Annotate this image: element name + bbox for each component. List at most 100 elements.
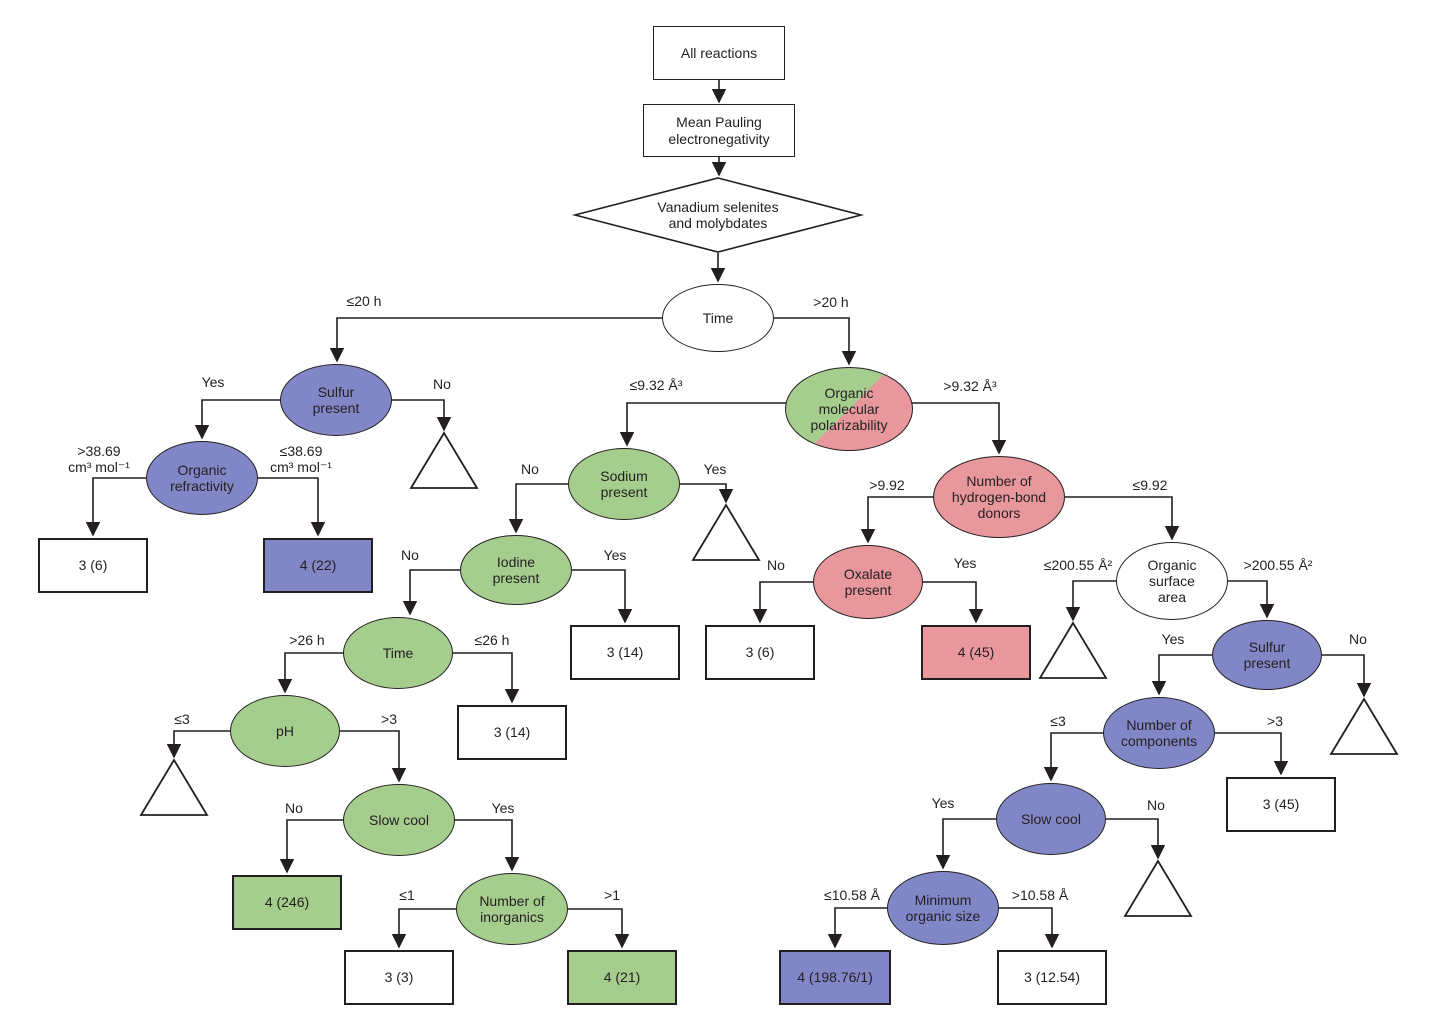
label-hbond-gt: >9.92	[869, 476, 905, 493]
pruned-triangle-surf-le	[1038, 621, 1108, 679]
node-organic-molecular-polarizability: Organic molecular polarizability	[785, 367, 913, 451]
pruned-triangle-sulfur1-no	[409, 431, 479, 489]
edge-time-gt20	[774, 317, 857, 366]
edge-hbond-le	[1065, 496, 1180, 541]
leaf-4-22: 4 (22)	[263, 538, 373, 593]
edge-sulfur2-yes	[1151, 654, 1212, 696]
label-inorganics-le1: ≤1	[399, 886, 415, 903]
node-sulfur-present-2: Sulfur present	[1212, 620, 1322, 690]
label-surface-le: ≤200.55 Å²	[1043, 556, 1113, 573]
node-number-of-inorganics: Number of inorganics	[456, 873, 568, 945]
label-components-le3: ≤3	[1050, 712, 1066, 729]
node-slow-cool-2: Slow cool	[996, 783, 1106, 855]
edge-sulfur2-no	[1322, 654, 1372, 698]
leaf-4-246: 4 (246)	[232, 875, 342, 930]
node-iodine-present: Iodine present	[460, 535, 572, 605]
label-minsize-gt: >10.58 Å	[1011, 886, 1069, 903]
node-minimum-organic-size: Minimum organic size	[887, 871, 999, 945]
label-hbond-le: ≤9.92	[1132, 476, 1168, 493]
leaf-3-6-a: 3 (6)	[38, 538, 148, 593]
edge-surf-gt	[1228, 580, 1275, 619]
edge-inorg-gt1	[568, 908, 630, 949]
pruned-triangle-sulfur2-no	[1329, 697, 1399, 755]
node-organic-refractivity: Organic refractivity	[146, 441, 258, 515]
leaf-4-21: 4 (21)	[567, 950, 677, 1005]
edge-time2-le26	[453, 652, 520, 704]
label-surface-gt: >200.55 Å²	[1243, 556, 1313, 573]
label-ph-le3: ≤3	[174, 710, 190, 727]
edge-sulfur1-yes	[194, 399, 281, 440]
edge-surf-le	[1065, 580, 1116, 622]
label-slowcool2-no: No	[1147, 796, 1165, 813]
edge-comp-le3	[1043, 732, 1103, 782]
label-sodium-no: No	[521, 460, 539, 477]
edge-sc2-yes	[935, 818, 996, 870]
edge-sodium-no	[508, 483, 568, 534]
edge-refr-le	[258, 477, 326, 537]
node-ph: pH	[230, 695, 340, 767]
label-sulfur2-no: No	[1349, 630, 1367, 647]
label-inorganics-gt1: >1	[604, 886, 620, 903]
label-sulfur1-no: No	[433, 375, 451, 392]
node-sulfur-present-1: Sulfur present	[280, 364, 392, 436]
label-oxalate-no: No	[767, 556, 785, 573]
label-slowcool2-yes: Yes	[931, 794, 955, 811]
edge-time2-gt26	[277, 652, 343, 694]
edge-sc2-no	[1106, 818, 1166, 860]
edge-ph-gt3	[340, 730, 407, 783]
edge-oxalate-no	[752, 581, 813, 624]
diamond-vanadium	[571, 177, 865, 253]
edge-iodine-no	[402, 569, 460, 616]
node-mean-pauling: Mean Pauling electronegativity	[643, 104, 795, 157]
edge-sc1-no	[279, 819, 344, 874]
edge-sodium-yes	[680, 483, 734, 504]
node-time: Time	[662, 284, 774, 352]
label-components-gt3: >3	[1267, 712, 1283, 729]
node-sodium-present: Sodium present	[568, 448, 680, 520]
node-time-2: Time	[343, 617, 453, 689]
node-oxalate-present: Oxalate present	[813, 545, 923, 619]
edge-minsize-le	[827, 907, 888, 949]
edge-sulfur1-no	[392, 399, 452, 432]
edge-polar-gt	[912, 402, 1007, 455]
label-minsize-le: ≤10.58 Å	[824, 886, 880, 903]
label-polarizability-gt: >9.32 Å³	[943, 377, 997, 394]
label-iodine-no: No	[401, 546, 419, 563]
edge-ph-le3	[166, 730, 230, 759]
pruned-triangle-ph-le3	[139, 758, 209, 816]
node-organic-surface-area: Organic surface area	[1116, 542, 1228, 620]
label-refractivity-le: ≤38.69 cm³ mol⁻¹	[270, 442, 332, 475]
label-time2-le26: ≤26 h	[474, 631, 510, 648]
label-sulfur1-yes: Yes	[201, 373, 225, 390]
label-polarizability-le: ≤9.32 Å³	[629, 376, 683, 393]
leaf-3-14-a: 3 (14)	[570, 625, 680, 680]
edge-oxalate-yes	[923, 581, 984, 624]
label-slowcool1-yes: Yes	[491, 799, 515, 816]
label-time-gt20: >20 h	[813, 293, 849, 310]
label-time-le20: ≤20 h	[346, 292, 382, 309]
edge-refr-gt	[85, 477, 146, 537]
label-ph-gt3: >3	[381, 710, 397, 727]
leaf-3-14-b: 3 (14)	[457, 705, 567, 760]
label-oxalate-yes: Yes	[953, 554, 977, 571]
edge-inorg-le1	[391, 908, 456, 949]
edge-minsize-gt	[999, 907, 1060, 949]
node-hydrogen-bond-donors: Number of hydrogen-bond donors	[933, 456, 1065, 538]
node-slow-cool-1: Slow cool	[343, 784, 455, 856]
leaf-4-45: 4 (45)	[921, 625, 1031, 680]
label-iodine-yes: Yes	[603, 546, 627, 563]
label-sodium-yes: Yes	[703, 460, 727, 477]
leaf-3-3: 3 (3)	[344, 950, 454, 1005]
edge-comp-gt3	[1215, 732, 1289, 776]
edge-time-le20	[329, 317, 662, 363]
leaf-3-12-54: 3 (12.54)	[997, 950, 1107, 1005]
leaf-4-198-76-1: 4 (198.76/1)	[779, 950, 891, 1005]
edge-sc1-yes	[454, 819, 520, 872]
pruned-triangle-sodium-yes	[691, 503, 761, 561]
node-all-reactions: All reactions	[653, 26, 785, 80]
pruned-triangle-sc2-no	[1123, 859, 1193, 917]
node-vanadium-label: Vanadium selenites and molybdates	[657, 198, 779, 231]
label-slowcool1-no: No	[285, 799, 303, 816]
